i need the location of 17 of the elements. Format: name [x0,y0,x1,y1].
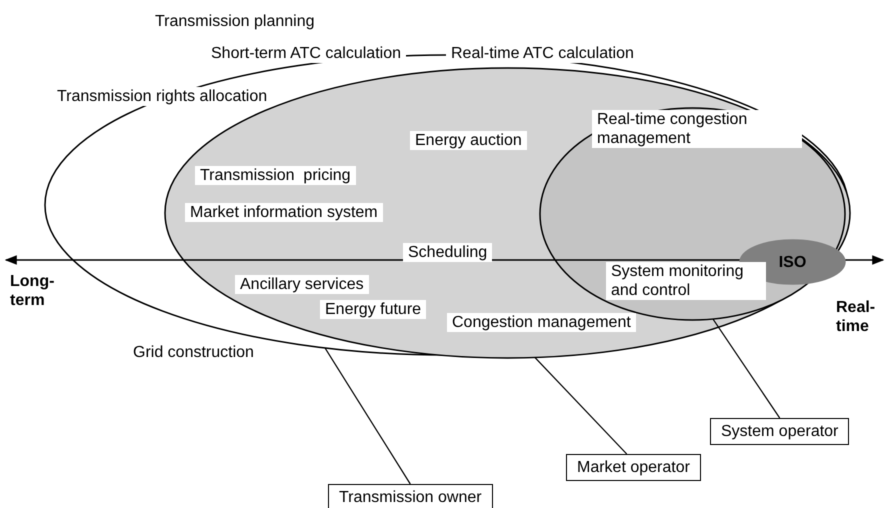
axis-label: Real-time [836,298,876,336]
function-label: Transmission pricing [195,166,356,185]
role-box: Market operator [566,454,701,481]
role-box: Transmission owner [328,484,493,508]
axis-label: Long-term [10,272,56,310]
function-label: System monitoring and control [606,262,766,300]
leader-line [324,348,411,484]
function-label: Energy future [320,300,426,319]
role-box: System operator [710,418,850,445]
function-label: Real-time congestion management [592,110,802,148]
function-label: Market information system [185,203,383,222]
leader-line [534,357,628,454]
function-label: Energy auction [410,131,527,150]
function-label: Scheduling [403,243,492,262]
function-label: Ancillary services [235,275,369,294]
leader-line [712,318,780,418]
function-label: Congestion management [447,313,636,332]
